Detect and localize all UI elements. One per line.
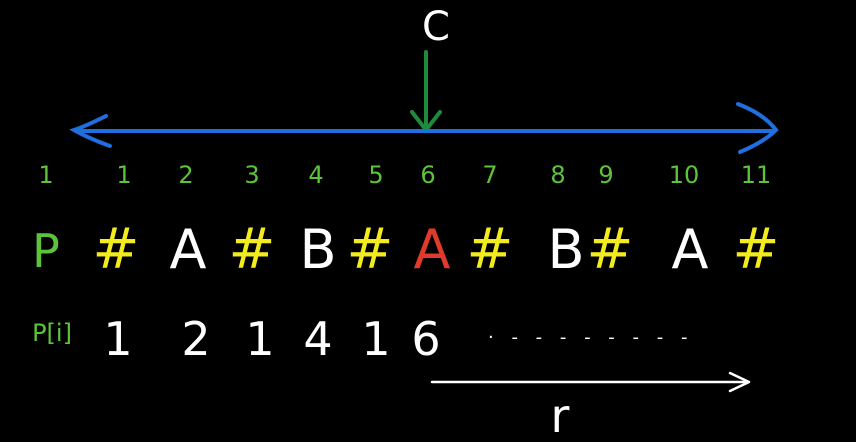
p-array-label: P[i]	[32, 319, 72, 347]
p-value: 1	[103, 312, 132, 366]
p-value: 4	[303, 312, 332, 366]
radius-label: r	[551, 389, 570, 442]
radius-arrow	[430, 371, 751, 393]
p-label: P	[32, 224, 60, 278]
index-label: 1	[38, 161, 53, 189]
separator-char: #	[229, 217, 276, 282]
index-label: 2	[178, 161, 193, 189]
center-label: C	[422, 4, 450, 50]
index-label: 1	[116, 161, 131, 189]
index-label: 9	[598, 161, 613, 189]
separator-char: #	[467, 217, 514, 282]
separator-char: #	[587, 217, 634, 282]
letter-char: A	[672, 218, 709, 281]
center-arrow	[410, 50, 442, 132]
p-value: 2	[181, 312, 210, 366]
separator-char: #	[733, 217, 780, 282]
index-label: 4	[308, 161, 323, 189]
index-label: 3	[244, 161, 259, 189]
index-label: 7	[482, 161, 497, 189]
continuation-dashes: · - - - - - - - -	[488, 327, 693, 348]
letter-char: B	[547, 218, 584, 281]
center-char: A	[414, 218, 451, 281]
p-value: 1	[361, 312, 390, 366]
index-label: 11	[741, 161, 772, 189]
separator-char: #	[347, 217, 394, 282]
index-label: 5	[368, 161, 383, 189]
character-row: #A#B#A#B#A#	[93, 217, 780, 282]
p-value: 1	[245, 312, 274, 366]
letter-char: A	[170, 218, 207, 281]
letter-char: B	[299, 218, 336, 281]
p-value: 6	[411, 312, 440, 366]
index-label: 10	[669, 161, 700, 189]
index-label: 6	[420, 161, 435, 189]
index-label: 8	[550, 161, 565, 189]
palindrome-range-arrow	[69, 102, 779, 154]
separator-char: #	[93, 217, 140, 282]
